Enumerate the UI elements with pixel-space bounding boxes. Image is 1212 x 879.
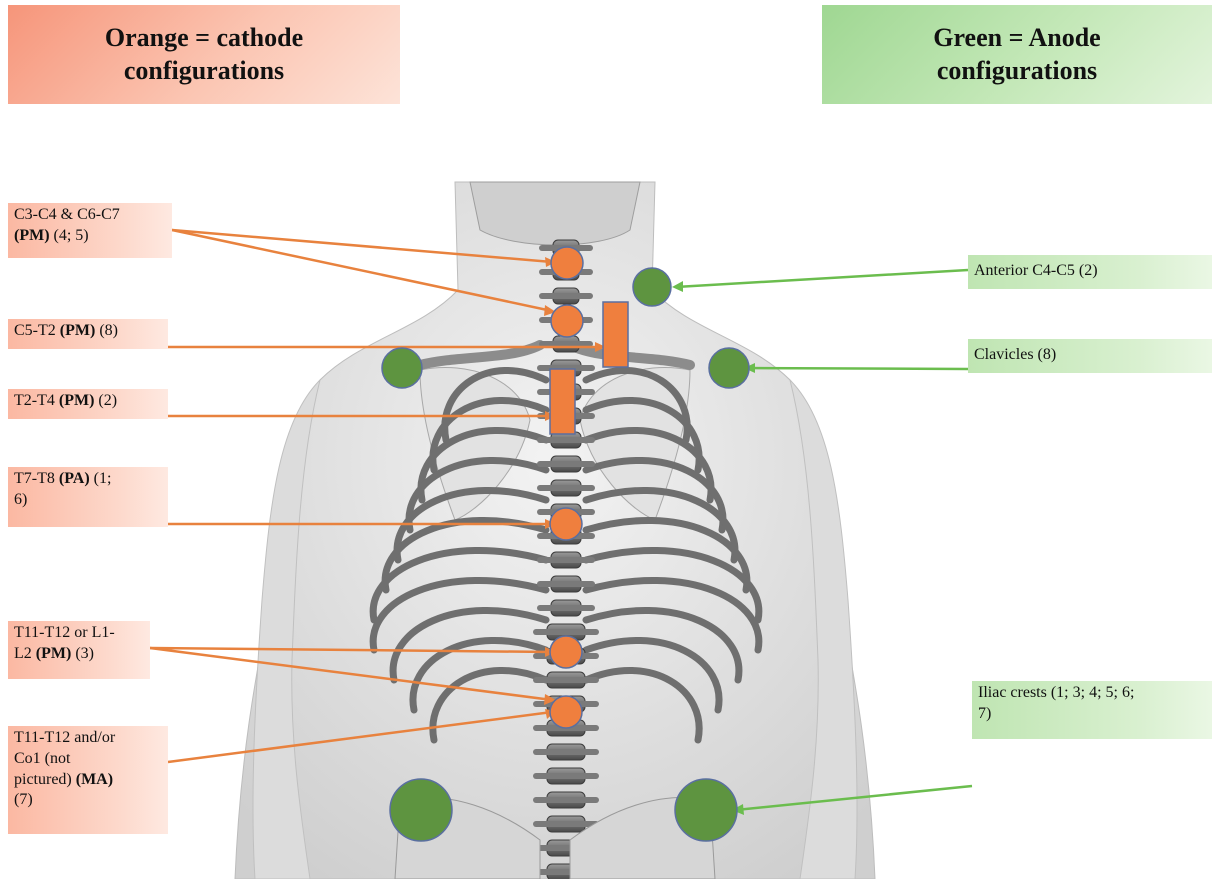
vertebra-process [533, 797, 599, 803]
vertebra-process [533, 677, 599, 683]
cathode-electrode-c5t2 [603, 302, 628, 367]
label-refs: (7) [14, 791, 33, 808]
connector-clavicles [748, 368, 968, 369]
skull [470, 182, 640, 245]
label-bold: (PM) [59, 392, 95, 409]
vertebra-process [537, 605, 595, 611]
anode-electrode-left-iliac [390, 779, 452, 841]
label-t2t4: T2-T4 (PM) (2) [8, 389, 168, 419]
label-refs: (4; 5) [54, 227, 89, 244]
vertebra-process [537, 461, 595, 467]
label-t11t12-l1l2: T11-T12 or L1- L2 (PM) (3) [8, 621, 150, 679]
vertebra-process [533, 629, 599, 635]
label-region-cont: 6) [14, 491, 27, 508]
connector-anterior-c4c5 [676, 270, 968, 287]
cathode-electrode-t11t12 [550, 636, 582, 668]
cathode-electrode-t7t8 [550, 508, 582, 540]
label-c5t2: C5-T2 (PM) (8) [8, 319, 168, 349]
label-refs: (2) [98, 392, 117, 409]
label-c3c4-c6c7: C3-C4 & C6-C7 (PM) (4; 5) [8, 203, 172, 258]
label-region: T7-T8 [14, 470, 55, 487]
cathode-electrode-t2t4 [550, 369, 575, 434]
anode-electrode-right-clavicle [709, 348, 749, 388]
label-region-cont: Co1 (not [14, 750, 70, 767]
label-anterior-c4c5: Anterior C4-C5 (2) [968, 255, 1212, 289]
vertebra-process [537, 557, 595, 563]
label-t11t12-co1: T11-T12 and/or Co1 (not pictured) (MA) (… [8, 726, 168, 834]
label-refs: (3) [75, 645, 94, 662]
cathode-electrode-c3c4 [551, 247, 583, 279]
vertebra-process [539, 293, 593, 299]
label-bold: (PM) [60, 322, 96, 339]
vertebra-process [537, 581, 595, 587]
label-bold: (PM) [36, 645, 72, 662]
label-clavicles: Clavicles (8) [968, 339, 1212, 373]
anode-electrode-anterior-c4c5 [633, 268, 671, 306]
label-bold: (PA) [59, 470, 90, 487]
label-region-cont2: pictured) [14, 771, 72, 788]
label-bold: (PM) [14, 227, 50, 244]
vertebra-process [533, 749, 599, 755]
label-t7t8: T7-T8 (PA) (1; 6) [8, 467, 168, 527]
anode-electrode-right-iliac [675, 779, 737, 841]
label-iliac-crests: Iliac crests (1; 3; 4; 5; 6; 7) [972, 681, 1212, 739]
label-region: T2-T4 [14, 392, 55, 409]
label-refs: (1; [94, 470, 112, 487]
label-region: C3-C4 & C6-C7 [14, 206, 120, 223]
vertebra-process [533, 773, 599, 779]
vertebra-process [537, 437, 595, 443]
arrowhead [672, 281, 683, 292]
anode-electrode-left-clavicle [382, 348, 422, 388]
label-region: C5-T2 [14, 322, 56, 339]
label-bold: (MA) [76, 771, 113, 788]
label-region-cont: L2 [14, 645, 32, 662]
cathode-electrode-c6c7 [551, 305, 583, 337]
vertebra-process [533, 821, 599, 827]
label-region: T11-T12 and/or [14, 729, 115, 746]
label-region: T11-T12 or L1- [14, 624, 115, 641]
label-text: Iliac crests (1; 3; 4; 5; 6; [978, 684, 1134, 701]
label-text-cont: 7) [978, 705, 991, 722]
label-refs: (8) [99, 322, 118, 339]
label-text: Anterior C4-C5 (2) [974, 262, 1098, 279]
label-text: Clavicles (8) [974, 346, 1056, 363]
vertebra-process [537, 485, 595, 491]
cathode-electrode-l1l2 [550, 696, 582, 728]
